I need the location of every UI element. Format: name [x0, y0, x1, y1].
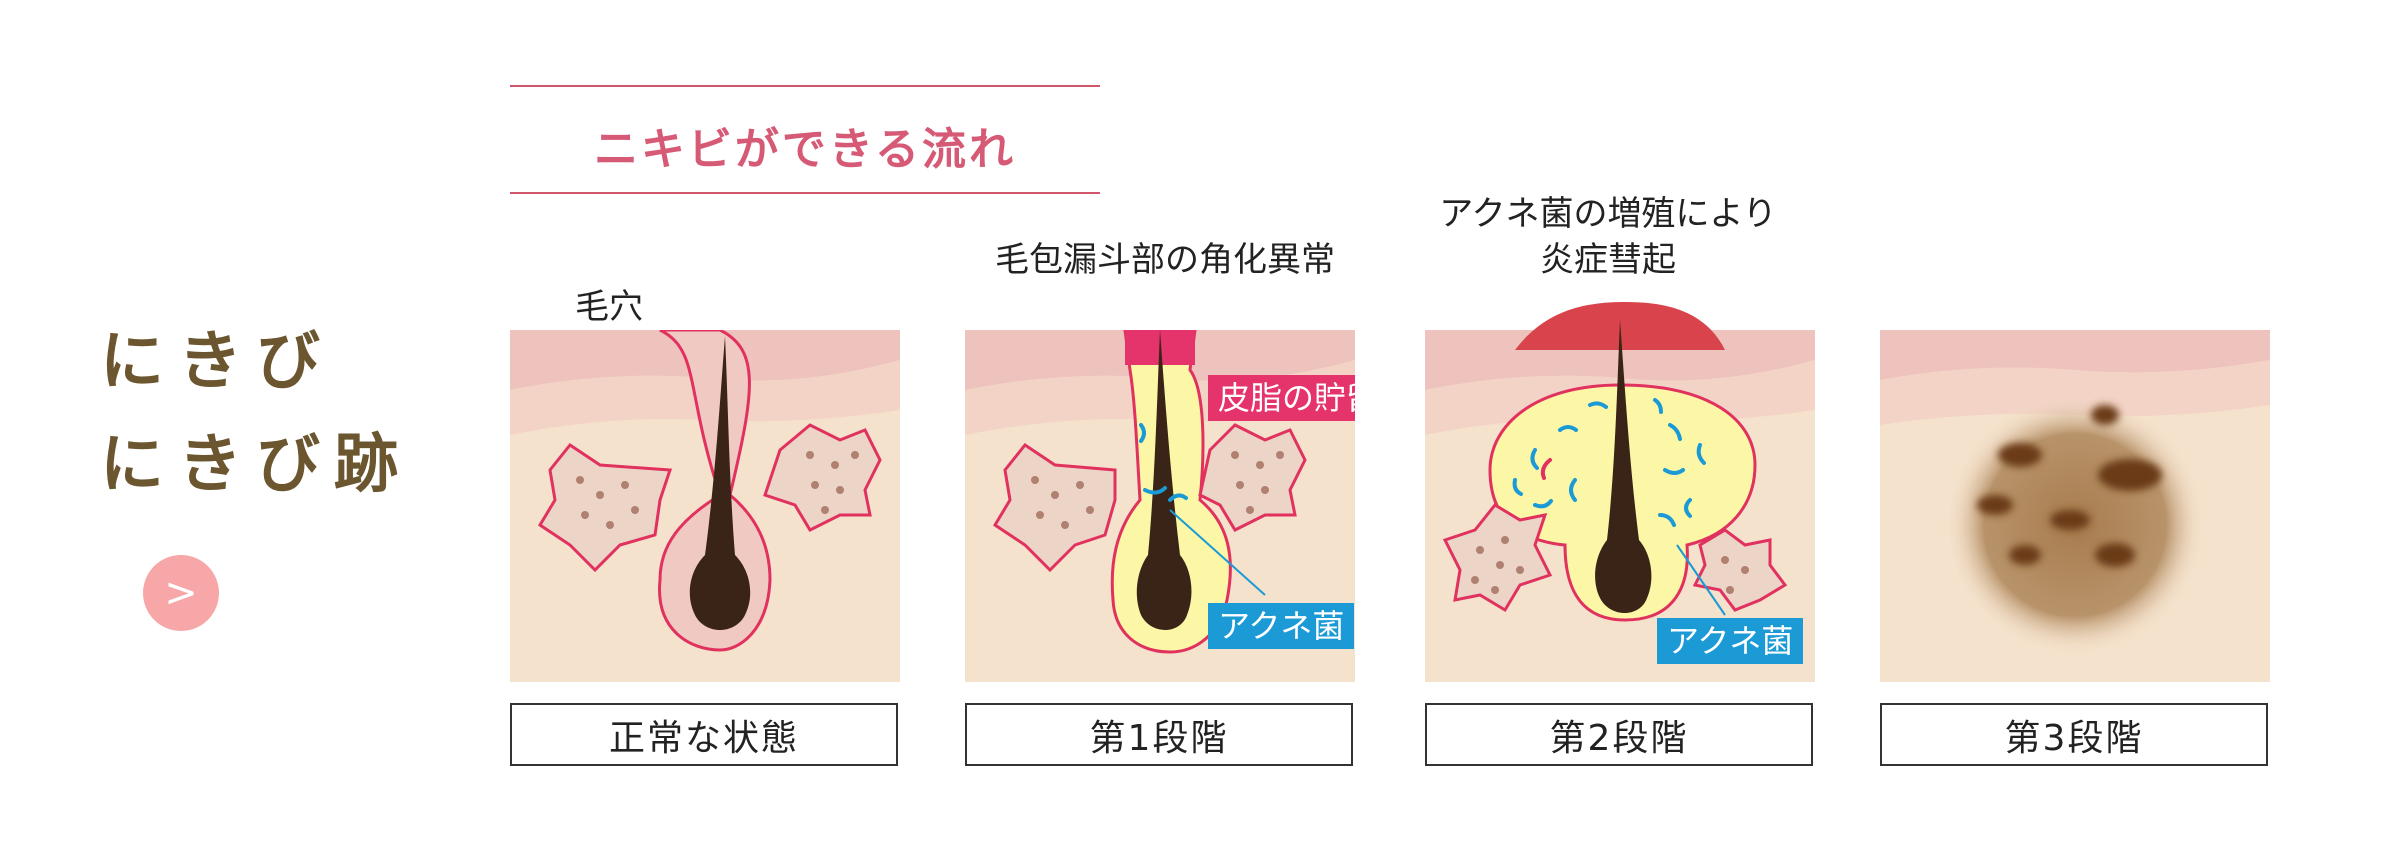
next-button[interactable]: > — [143, 555, 219, 631]
chevron-right-icon: > — [164, 570, 198, 616]
side-title-acne: にきび — [100, 325, 334, 399]
stage-label-2: 第2段階 — [1425, 703, 1813, 766]
caption-pore: 毛穴 — [575, 287, 643, 327]
header-top-line — [510, 85, 1100, 87]
sebum-label: 皮脂の貯留 — [1208, 375, 1355, 422]
panel-stage3 — [1880, 330, 2270, 682]
stage3-skin-illustration — [1880, 330, 2270, 682]
panel-normal — [510, 330, 900, 682]
caption-stage1: 毛包漏斗部の角化異常 — [995, 240, 1335, 280]
header-title: ニキビができる流れ — [593, 124, 1017, 175]
bacteria-label-stage1: アクネ菌 — [1208, 603, 1355, 650]
stage2-skin-illustration — [1425, 302, 1815, 682]
bacteria-label-stage2: アクネ菌 — [1657, 618, 1804, 665]
caption-stage2-line2: 炎症彗起 — [1540, 239, 1676, 280]
normal-skin-illustration — [510, 330, 900, 682]
stage-label-1: 第1段階 — [965, 703, 1353, 766]
stage-label-normal: 正常な状態 — [510, 703, 898, 766]
caption-stage2-line1: アクネ菌の増殖により — [1439, 194, 1777, 234]
caption-stage2: アクネ菌の増殖により 炎症彗起 — [1408, 192, 1808, 284]
panel-stage2: アクネ菌 — [1425, 300, 1815, 682]
header-bottom-line — [510, 192, 1100, 194]
side-title-acne-scar: にきび跡 — [100, 428, 412, 502]
stage-label-3: 第3段階 — [1880, 703, 2268, 766]
panel-stage1: 皮脂の貯留 アクネ菌 — [965, 330, 1355, 682]
